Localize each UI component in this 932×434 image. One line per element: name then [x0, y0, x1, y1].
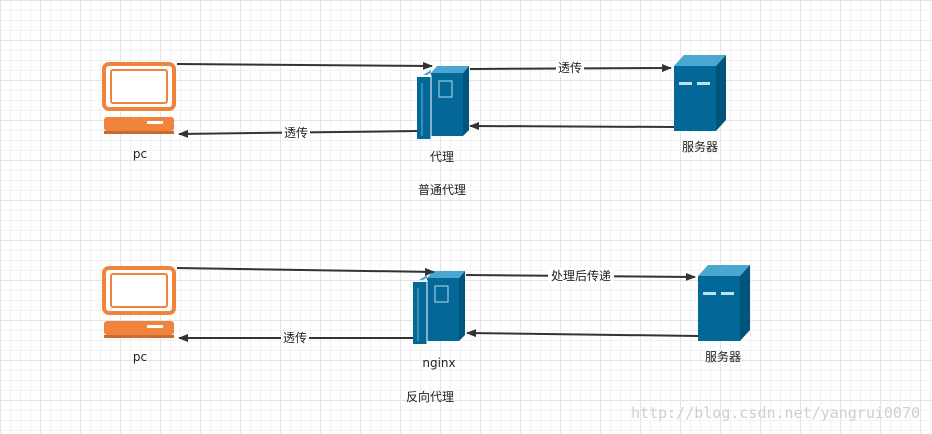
pc-label: pc	[133, 147, 147, 161]
proxy-server-icon	[416, 65, 470, 140]
caption-reverse-proxy: 反向代理	[406, 389, 454, 404]
edge-label-proxy-to-pc: 透传	[284, 125, 308, 140]
edge-label-nginx-to-pc: 透传	[283, 330, 307, 345]
server-icon	[698, 265, 750, 341]
edge-label-proxy-to-server: 透传	[558, 60, 582, 75]
nginx-label: nginx	[422, 356, 455, 370]
server-label: 服务器	[705, 349, 741, 364]
proxy-server-icon	[412, 270, 466, 345]
pc-icon	[102, 266, 176, 340]
edge-label-nginx-to-server: 处理后传递	[551, 268, 611, 283]
arrow-server-to-nginx	[466, 329, 699, 338]
proxy-label: 代理	[430, 150, 454, 164]
server-label: 服务器	[682, 139, 718, 154]
arrow-pc-to-proxy	[176, 61, 433, 70]
pc-icon	[102, 62, 176, 136]
caption-normal-proxy: 普通代理	[418, 183, 466, 197]
pc-label: pc	[133, 350, 147, 364]
watermark-text: http://blog.csdn.net/yangrui0070	[631, 404, 920, 422]
server-icon	[674, 55, 726, 131]
arrow-pc-to-nginx	[176, 267, 435, 276]
arrow-server-to-proxy	[469, 122, 675, 131]
